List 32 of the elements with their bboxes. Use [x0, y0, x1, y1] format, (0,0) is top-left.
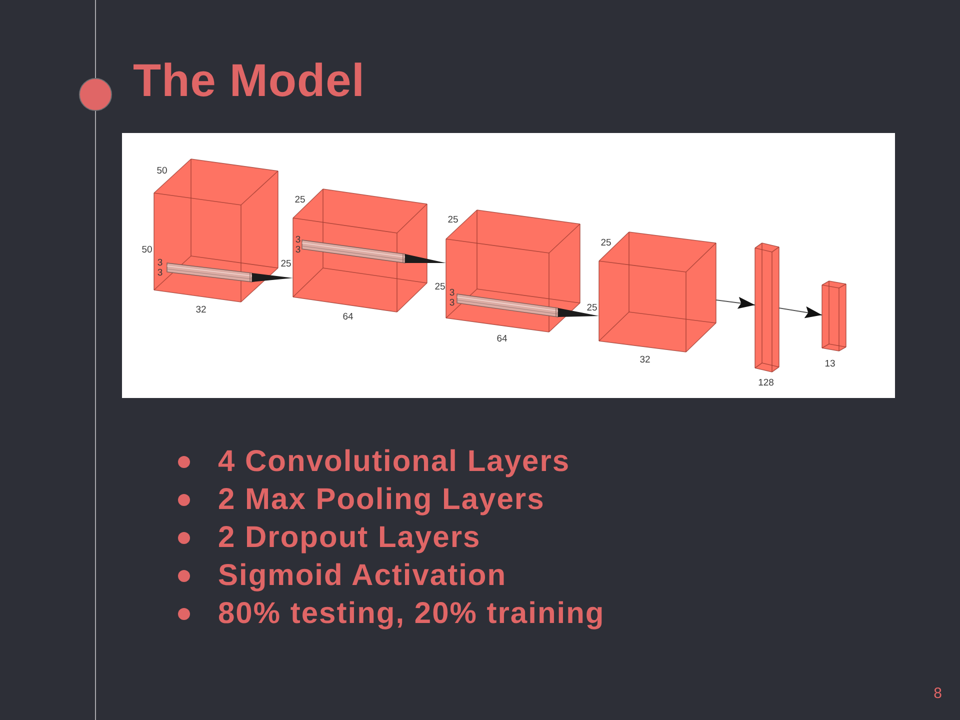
dimension-label: 128 — [758, 378, 774, 388]
cone-arrow — [558, 308, 599, 317]
dimension-label: 50 — [142, 245, 152, 255]
dimension-label: 13 — [824, 359, 836, 369]
bullet-text: 2 Dropout Layers — [218, 520, 481, 556]
kernel-size-label: 3 — [157, 258, 163, 268]
arrow — [778, 306, 822, 318]
slide-title: The Model — [133, 57, 365, 103]
kernel-size-label: 3 — [295, 235, 301, 245]
cone-arrow — [405, 254, 446, 263]
bullet-text: 2 Max Pooling Layers — [218, 482, 545, 518]
dimension-label: 25 — [294, 195, 306, 205]
cone-arrow — [252, 273, 293, 282]
dimension-label: 25 — [448, 215, 458, 225]
dimension-label: 64 — [496, 334, 508, 344]
bullet-text: Sigmoid Activation — [218, 558, 507, 594]
kernel-size-label: 3 — [449, 288, 455, 298]
page-number: 8 — [934, 686, 942, 701]
dimension-label: 25 — [600, 238, 612, 248]
dimension-label: 50 — [156, 166, 168, 176]
bullet-text: 80% testing, 20% training — [218, 596, 605, 632]
kernel-size-label: 3 — [449, 298, 455, 308]
arrow — [716, 296, 756, 309]
kernel-size-label: 3 — [295, 245, 301, 255]
dimension-label: 25 — [280, 259, 292, 269]
dimension-label: 64 — [342, 312, 354, 322]
bullet-text: 4 Convolutional Layers — [218, 444, 570, 480]
dimension-label: 25 — [434, 282, 446, 292]
dimension-label: 32 — [196, 305, 206, 315]
kernel-size-label: 3 — [157, 268, 163, 278]
dimension-label: 25 — [586, 303, 598, 313]
dimension-label: 32 — [640, 355, 650, 365]
